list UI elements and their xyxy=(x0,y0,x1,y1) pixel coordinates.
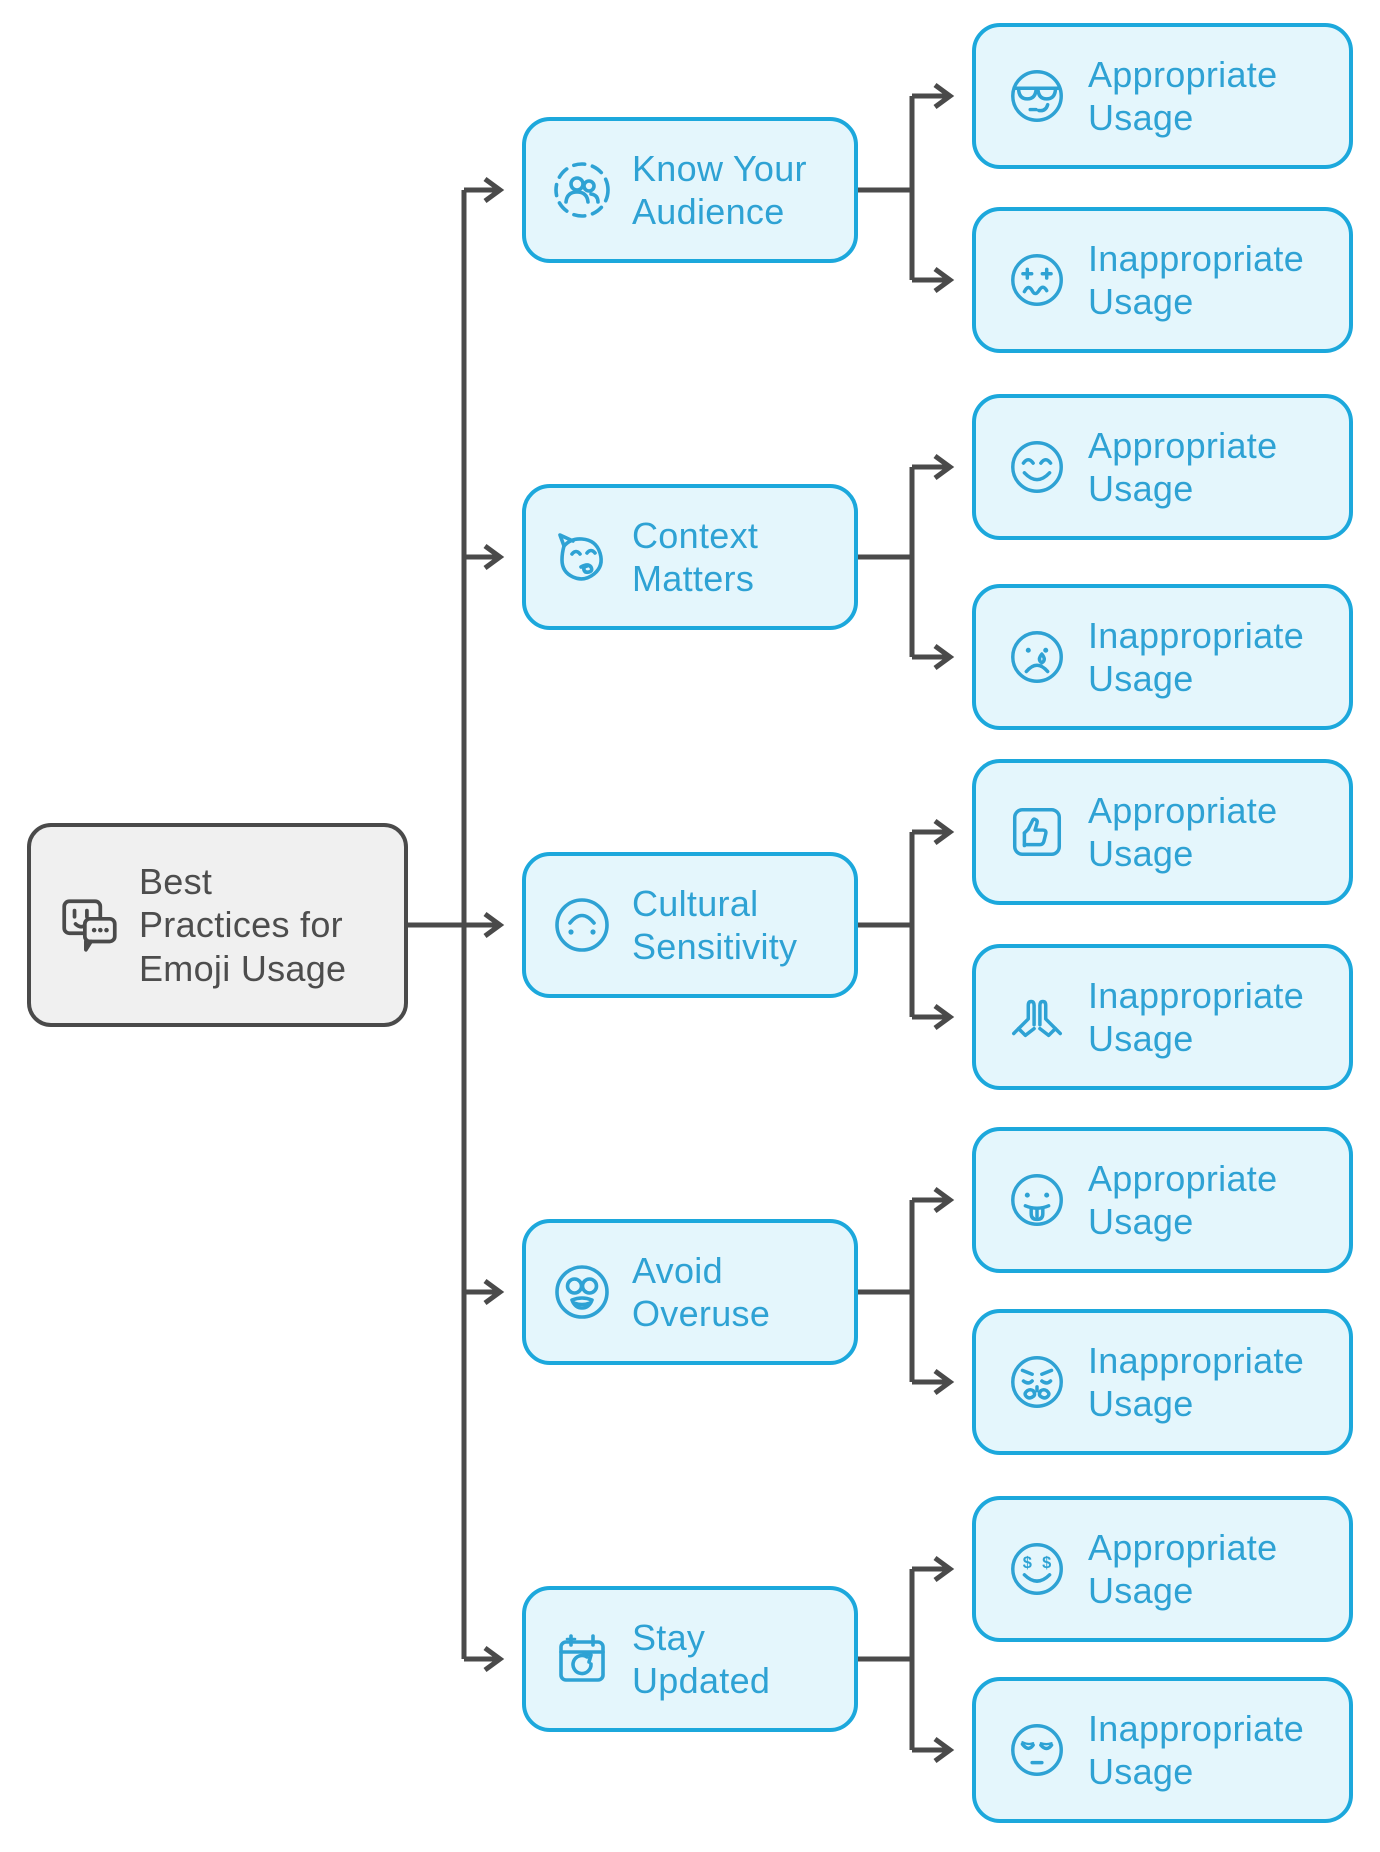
branch-label: Avoid Overuse xyxy=(632,1249,771,1334)
glasses-grimace-face-icon xyxy=(550,1260,614,1324)
root-label: Best Practices for Emoji Usage xyxy=(139,861,347,989)
branch-cultural-sensitivity: Cultural Sensitivity xyxy=(522,852,858,998)
leaf-label: Appropriate Usage xyxy=(1088,424,1278,509)
leaf-label: Appropriate Usage xyxy=(1088,53,1278,138)
leaf-cultural-appropriate: Appropriate Usage xyxy=(972,759,1353,905)
leaf-label: Inappropriate Usage xyxy=(1088,974,1305,1059)
branch-label: Cultural Sensitivity xyxy=(632,882,798,967)
branch-label: Context Matters xyxy=(632,514,759,599)
branch-label: Know Your Audience xyxy=(632,147,807,232)
branch-know-your-audience: Know Your Audience xyxy=(522,117,858,263)
leaf-label: Inappropriate Usage xyxy=(1088,237,1305,322)
branch-context-matters: Context Matters xyxy=(522,484,858,630)
cool-sunglasses-face-icon xyxy=(1006,65,1068,127)
calendar-refresh-icon xyxy=(550,1627,614,1691)
pensive-face-icon xyxy=(1006,1719,1068,1781)
partying-face-icon xyxy=(550,525,614,589)
leaf-updated-appropriate: $ $ Appropriate Usage xyxy=(972,1496,1353,1642)
branch-stay-updated: Stay Updated xyxy=(522,1586,858,1732)
leaf-label: Inappropriate Usage xyxy=(1088,1707,1305,1792)
upside-down-face-icon xyxy=(550,893,614,957)
leaf-label: Inappropriate Usage xyxy=(1088,614,1305,699)
confounded-plus-eyes-face-icon xyxy=(1006,249,1068,311)
thumbs-up-square-icon xyxy=(1006,801,1068,863)
leaf-overuse-appropriate: Appropriate Usage xyxy=(972,1127,1353,1273)
root-node: Best Practices for Emoji Usage xyxy=(27,823,408,1027)
folded-hands-icon xyxy=(1006,986,1068,1048)
leaf-audience-appropriate: Appropriate Usage xyxy=(972,23,1353,169)
leaf-updated-inappropriate: Inappropriate Usage xyxy=(972,1677,1353,1823)
branch-label: Stay Updated xyxy=(632,1616,771,1701)
leaf-overuse-inappropriate: Inappropriate Usage xyxy=(972,1309,1353,1455)
audience-users-icon xyxy=(550,158,614,222)
money-eyes-face-icon: $ $ xyxy=(1006,1538,1068,1600)
leaf-label: Inappropriate Usage xyxy=(1088,1339,1305,1424)
leaf-context-appropriate: Appropriate Usage xyxy=(972,394,1353,540)
svg-text:$: $ xyxy=(1023,1554,1032,1572)
branch-avoid-overuse: Avoid Overuse xyxy=(522,1219,858,1365)
leaf-label: Appropriate Usage xyxy=(1088,1157,1278,1242)
tongue-out-face-icon xyxy=(1006,1169,1068,1231)
chat-bubbles-emoji-icon xyxy=(57,892,123,958)
leaf-label: Appropriate Usage xyxy=(1088,789,1278,874)
svg-text:$: $ xyxy=(1042,1554,1051,1572)
leaf-context-inappropriate: Inappropriate Usage xyxy=(972,584,1353,730)
steam-angry-face-icon xyxy=(1006,1351,1068,1413)
leaf-cultural-inappropriate: Inappropriate Usage xyxy=(972,944,1353,1090)
crying-face-icon xyxy=(1006,626,1068,688)
leaf-audience-inappropriate: Inappropriate Usage xyxy=(972,207,1353,353)
smiling-face-icon xyxy=(1006,436,1068,498)
leaf-label: Appropriate Usage xyxy=(1088,1526,1278,1611)
